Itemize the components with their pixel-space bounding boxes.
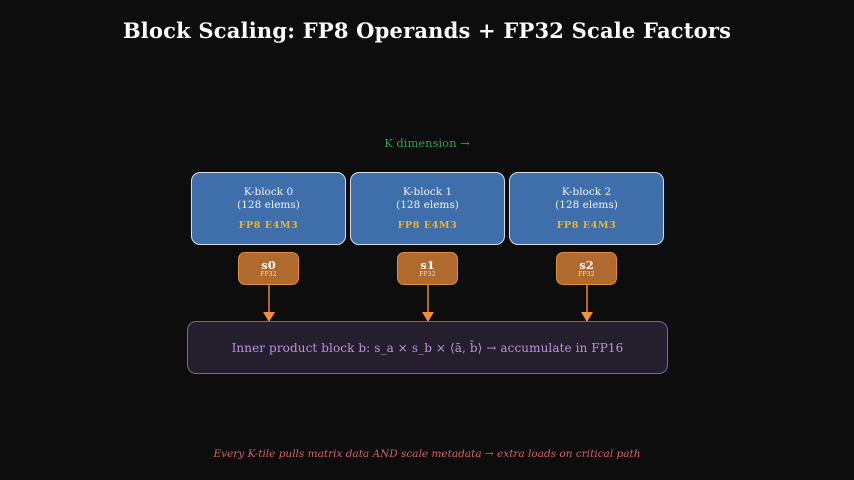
k-block-1: K-block 1 (128 elems) FP8 E4M3 [350, 172, 505, 245]
k-block-0-name: K-block 0 [243, 185, 294, 198]
arrow-s0-to-inner-product-line [268, 285, 270, 314]
inner-product-block: Inner product block b: s_a × s_b × ⟨ā, b… [187, 321, 668, 374]
scale-factor-s2: s2 FP32 [556, 252, 617, 285]
k-block-0: K-block 0 (128 elems) FP8 E4M3 [191, 172, 346, 245]
arrow-s2-to-inner-product-line [586, 285, 588, 314]
scale-factor-s2-format: FP32 [578, 270, 595, 278]
scale-factor-s0-name: s0 [261, 257, 276, 272]
scale-factor-s1-name: s1 [420, 257, 435, 272]
k-block-1-name: K-block 1 [402, 185, 453, 198]
k-block-2: K-block 2 (128 elems) FP8 E4M3 [509, 172, 664, 245]
k-block-1-format: FP8 E4M3 [397, 220, 458, 232]
arrow-s1-to-inner-product-head-icon [421, 312, 434, 322]
arrow-s2-to-inner-product-head-icon [580, 312, 593, 322]
scale-factor-s1: s1 FP32 [397, 252, 458, 285]
scale-factor-s0-format: FP32 [260, 270, 277, 278]
k-block-0-format: FP8 E4M3 [238, 220, 299, 232]
inner-product-formula: Inner product block b: s_a × s_b × ⟨ā, b… [231, 340, 624, 355]
k-block-0-elems: (128 elems) [237, 198, 300, 211]
footer-caption: Every K-tile pulls matrix data AND scale… [213, 448, 641, 460]
k-block-2-format: FP8 E4M3 [556, 220, 617, 232]
scale-factor-s2-name: s2 [579, 257, 594, 272]
scale-factor-s1-format: FP32 [419, 270, 436, 278]
k-dimension-axis-label: K dimension → [384, 136, 470, 150]
arrow-s1-to-inner-product-line [427, 285, 429, 314]
scale-factor-s0: s0 FP32 [238, 252, 299, 285]
k-block-1-elems: (128 elems) [396, 198, 459, 211]
k-block-2-name: K-block 2 [561, 185, 612, 198]
k-block-2-elems: (128 elems) [555, 198, 618, 211]
arrow-s0-to-inner-product-head-icon [262, 312, 275, 322]
page-title: Block Scaling: FP8 Operands + FP32 Scale… [122, 18, 732, 43]
